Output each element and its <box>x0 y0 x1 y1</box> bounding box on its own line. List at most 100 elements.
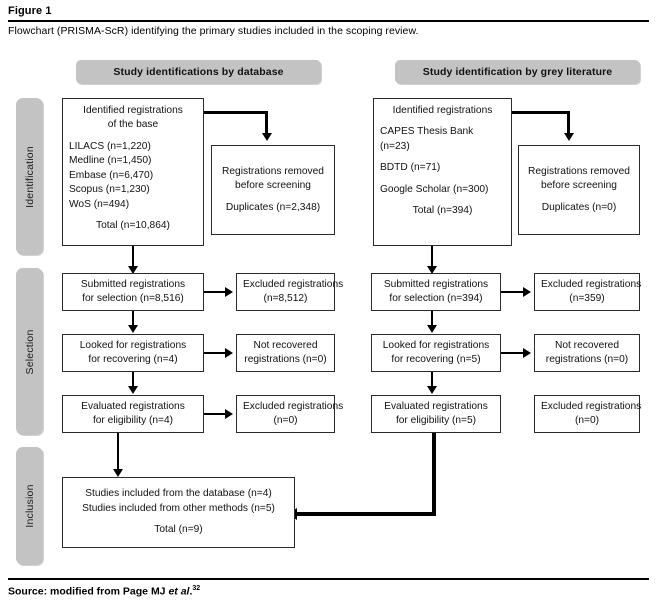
spacer <box>380 176 505 183</box>
box-database-submitted-excluded: Excluded registrations (n=8,512) <box>236 273 344 311</box>
grey-removed-line-1: Registrations removed <box>528 165 630 177</box>
inclusion-line-1: Studies included from the database (n=4) <box>85 488 272 500</box>
box-database-evaluated-excluded: Excluded registrations (n=0) <box>236 395 344 433</box>
arrowhead-grey-looked <box>427 325 437 333</box>
db-evaluated-line-1: Evaluated registrations <box>81 400 185 412</box>
connector-db-submitted-to-excluded <box>204 290 226 294</box>
phase-band-selection: Selection <box>16 268 43 435</box>
arrowhead-db-not-recovered <box>225 348 233 358</box>
box-grey-looked: Looked for registrations for recovering … <box>371 334 501 372</box>
connector-grey-to-inclusion-h <box>296 512 436 516</box>
arrowhead-grey-not-recovered <box>523 348 531 358</box>
connector-grey-looked-to-notrecovered <box>501 351 524 355</box>
box-database-removed: Registrations removed before screening D… <box>211 145 335 235</box>
phase-label-selection: Selection <box>23 329 36 374</box>
grey-looked-line-2: for recovering (n=5) <box>391 354 481 365</box>
box-grey-evaluated-excluded: Excluded registrations (n=0) <box>534 395 642 433</box>
db-identified-title-1: Identified registrations <box>83 105 183 116</box>
phase-label-identification: Identification <box>23 145 36 208</box>
grey-removed-duplicates: Duplicates (n=0) <box>541 201 617 213</box>
db-submitted-excluded-line-1: Excluded registrations <box>243 278 344 290</box>
db-source-scopus: Scopus (n=1,230) <box>69 184 150 196</box>
box-database-not-recovered: Not recovered registrations (n=0) <box>236 334 335 372</box>
grey-submitted-excluded-line-1: Excluded registrations <box>541 278 642 290</box>
connector-grey-to-inclusion-v <box>432 433 436 516</box>
grey-evaluated-line-1: Evaluated registrations <box>384 400 488 412</box>
box-grey-submitted: Submitted registrations for selection (n… <box>371 273 501 311</box>
grey-not-recovered-line-2: registrations (n=0) <box>545 354 629 365</box>
db-submitted-line-1: Submitted registrations <box>80 278 186 290</box>
connector-grey-identified-to-submitted <box>430 246 434 268</box>
column-header-grey-literature: Study identification by grey literature <box>395 60 640 84</box>
spacer <box>380 154 505 161</box>
db-evaluated-line-2: for eligibility (n=4) <box>92 415 174 426</box>
grey-source-scholar: Google Scholar (n=300) <box>380 183 489 195</box>
arrowhead-grey-submitted <box>427 266 437 274</box>
connector-db-looked-to-notrecovered <box>204 351 226 355</box>
spacer <box>69 212 197 219</box>
connector-db-looked-to-evaluated <box>131 372 135 388</box>
box-grey-submitted-excluded: Excluded registrations (n=359) <box>534 273 642 311</box>
grey-source-bdtd: BDTD (n=71) <box>380 162 441 174</box>
box-grey-identified: Identified registrations CAPES Thesis Ba… <box>373 98 512 246</box>
db-source-lilacs: LILACS (n=1,220) <box>69 140 151 152</box>
db-evaluated-excluded-line-2: (n=0) <box>273 415 298 426</box>
arrowhead-grey-evaluated <box>427 386 437 394</box>
arrowhead-db-removed <box>261 133 272 141</box>
db-source-medline: Medline (n=1,450) <box>69 155 152 167</box>
arrowhead-db-evaluated-excluded <box>225 409 233 419</box>
box-inclusion-studies: Studies included from the database (n=4)… <box>62 477 295 548</box>
phase-band-identification: Identification <box>16 98 43 255</box>
db-submitted-line-2: for selection (n=8,516) <box>82 293 184 304</box>
arrowhead-inclusion-top <box>113 469 123 477</box>
connector-db-evaluated-to-excluded <box>204 412 226 416</box>
db-identified-title-2: of the base <box>107 119 159 131</box>
db-evaluated-excluded-line-1: Excluded registrations <box>243 400 344 412</box>
grey-submitted-line-2: for selection (n=394) <box>389 293 483 304</box>
spacer <box>69 516 288 523</box>
grey-removed-line-2: before screening <box>541 180 617 192</box>
box-database-looked: Looked for registrations for recovering … <box>62 334 204 372</box>
grey-evaluated-line-2: for eligibility (n=5) <box>395 415 477 426</box>
spacer <box>69 133 197 140</box>
box-database-evaluated: Evaluated registrations for eligibility … <box>62 395 204 433</box>
db-looked-line-1: Looked for registrations <box>79 339 187 351</box>
grey-source-capes: CAPES Thesis Bank <box>380 126 474 138</box>
connector-db-submitted-to-looked <box>131 311 135 327</box>
db-not-recovered-line-2: registrations (n=0) <box>244 354 327 365</box>
inclusion-line-2: Studies included from other methods (n=5… <box>82 502 275 514</box>
phase-band-inclusion: Inclusion <box>16 447 43 565</box>
figure-caption: Flowchart (PRISMA-ScR) identifying the p… <box>8 25 419 37</box>
grey-not-recovered-line-1: Not recovered <box>555 339 619 351</box>
grey-submitted-line-1: Submitted registrations <box>383 278 489 290</box>
db-submitted-excluded-line-2: (n=8,512) <box>263 293 308 304</box>
grey-evaluated-excluded-line-2: (n=0) <box>574 415 600 426</box>
inclusion-total: Total (n=9) <box>154 524 203 536</box>
grey-submitted-excluded-line-2: (n=359) <box>569 293 605 304</box>
header-rule <box>8 20 649 22</box>
connector-db-evaluated-to-inclusion <box>116 433 120 471</box>
source-prefix: Source: modified from Page MJ <box>8 585 169 598</box>
db-source-embase: Embase (n=6,470) <box>69 169 154 181</box>
grey-source-capes-n: (n=23) <box>380 140 410 152</box>
connector-grey-submitted-to-excluded <box>501 290 524 294</box>
spacer <box>218 194 328 201</box>
db-removed-line-2: before screening <box>235 180 311 192</box>
arrowhead-db-evaluated <box>128 386 138 394</box>
connector-grey-looked-to-evaluated <box>430 372 434 388</box>
db-looked-line-2: for recovering (n=4) <box>88 354 178 365</box>
grey-identified-title: Identified registrations <box>392 105 493 116</box>
spacer <box>525 194 633 201</box>
connector-grey-submitted-to-looked <box>430 311 434 327</box>
connector-grey-identified-to-removed-h <box>512 111 570 114</box>
connector-db-identified-to-submitted <box>131 246 135 268</box>
grey-identified-total: Total (n=394) <box>412 205 473 217</box>
grey-evaluated-excluded-line-1: Excluded registrations <box>541 400 642 412</box>
connector-grey-identified-to-removed-v <box>567 111 570 134</box>
arrowhead-db-looked <box>128 325 138 333</box>
figure-source: Source: modified from Page MJ et al.32 <box>8 585 200 598</box>
connector-db-identified-to-removed-h <box>204 111 268 114</box>
figure-label: Figure 1 <box>8 5 52 17</box>
box-grey-evaluated: Evaluated registrations for eligibility … <box>371 395 501 433</box>
